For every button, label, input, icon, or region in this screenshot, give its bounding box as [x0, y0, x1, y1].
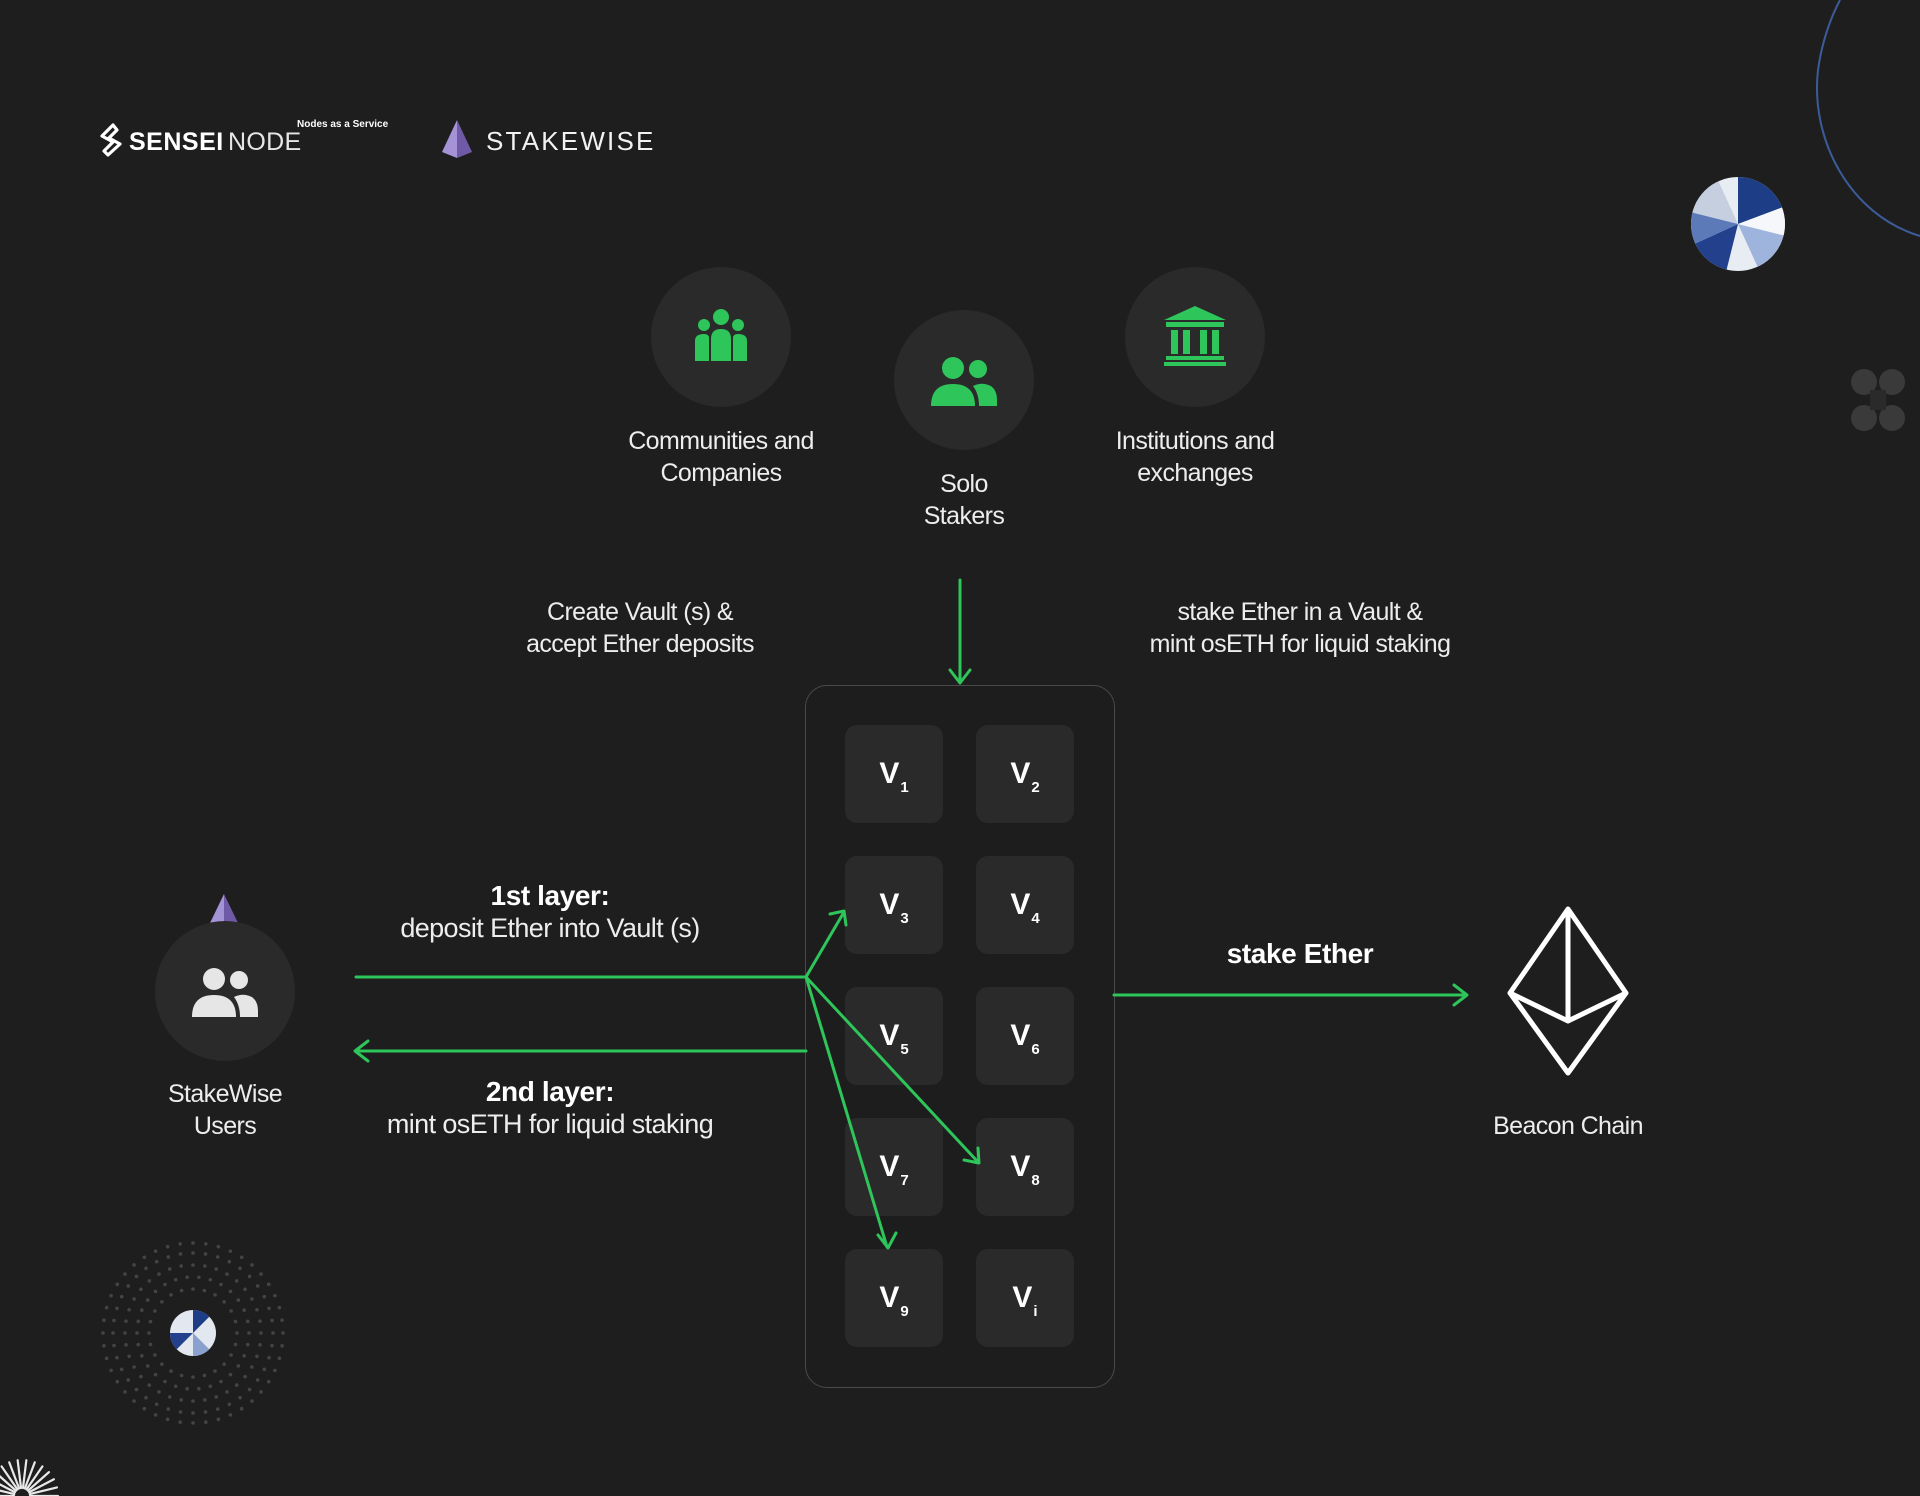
layer2-label: 2nd layer: mint osETH for liquid staking — [350, 1076, 750, 1140]
vault-subscript: 6 — [1031, 1041, 1040, 1058]
arrow-vaults-to-users — [353, 1039, 808, 1063]
layer2-title: 2nd layer: — [485, 1076, 615, 1107]
arrow-solo-to-vaults — [948, 578, 972, 685]
vault-label: V1 — [845, 725, 943, 823]
vault-label: Vi — [976, 1249, 1074, 1347]
communities-label: Communities and Companies — [601, 425, 841, 489]
vault-letter: V — [1010, 757, 1031, 790]
vault-letter: V — [1010, 1150, 1031, 1183]
institutions-label-line1: Institutions and — [1115, 427, 1275, 455]
vault-label: V9 — [845, 1249, 943, 1347]
vault-subscript: 5 — [900, 1041, 909, 1058]
vault-tile: V2 — [976, 725, 1074, 823]
vault-letter: V — [879, 888, 900, 921]
users-icon — [931, 357, 997, 406]
layer1-label: 1st layer: deposit Ether into Vault (s) — [360, 880, 740, 944]
institutions-label-line2: exchanges — [1137, 459, 1253, 487]
layer1-desc: deposit Ether into Vault (s) — [400, 913, 700, 943]
arrow-to-v3 — [804, 909, 848, 979]
vault-subscript: 9 — [900, 1303, 909, 1320]
community-icon — [695, 309, 747, 361]
stakewise-users-circle — [155, 921, 295, 1061]
create-vault-line2: accept Ether deposits — [526, 630, 754, 658]
stakewise-logo: STAKEWISE — [440, 118, 680, 160]
decorative-pinwheel-large — [1691, 177, 1785, 271]
vault-subscript: i — [1033, 1303, 1038, 1320]
layer2-desc: mint osETH for liquid staking — [386, 1109, 714, 1139]
arrow-vaults-to-beacon — [1112, 983, 1469, 1007]
vault-letter: V — [879, 1150, 900, 1183]
vault-tile: V7 — [845, 1118, 943, 1216]
communities-circle — [651, 267, 791, 407]
vault-tile: V8 — [976, 1118, 1074, 1216]
vault-label: V7 — [845, 1118, 943, 1216]
arrow-to-v8 — [804, 975, 981, 1165]
vault-letter: V — [1010, 1019, 1031, 1052]
stake-vault-line1: stake Ether in a Vault & — [1177, 598, 1424, 626]
stakewise-users-line2: Users — [193, 1112, 257, 1140]
bank-icon — [1164, 306, 1226, 366]
vault-subscript: 8 — [1031, 1172, 1040, 1189]
vault-label: V5 — [845, 987, 943, 1085]
solo-stakers-label-line2: Stakers — [923, 502, 1005, 530]
vault-subscript: 7 — [900, 1172, 909, 1189]
sensei-tagline: Nodes as a Service — [297, 119, 389, 130]
create-vault-label: Create Vault (s) & accept Ether deposits — [480, 596, 800, 660]
vault-subscript: 2 — [1031, 779, 1040, 796]
vault-letter: V — [1010, 888, 1031, 921]
solo-stakers-circle — [894, 310, 1034, 450]
vault-label: V2 — [976, 725, 1074, 823]
arrow-to-v9 — [804, 975, 898, 1250]
vault-tile: V3 — [845, 856, 943, 954]
communities-label-line2: Companies — [660, 459, 782, 487]
vault-letter: V — [879, 1019, 900, 1052]
vault-tile: V6 — [976, 987, 1074, 1085]
vault-label: V4 — [976, 856, 1074, 954]
vault-subscript: 3 — [900, 910, 909, 927]
communities-label-line1: Communities and — [628, 427, 814, 455]
stakewise-users-label: StakeWise Users — [125, 1078, 325, 1142]
decorative-burst — [0, 1459, 60, 1496]
vault-subscript: 1 — [900, 779, 909, 796]
decorative-arc — [1816, 0, 1920, 237]
layer1-title: 1st layer: — [490, 880, 610, 911]
solo-stakers-label: Solo Stakers — [864, 468, 1064, 532]
decorative-dot-ring — [101, 1241, 285, 1425]
beacon-chain-label: Beacon Chain — [1493, 1112, 1643, 1140]
sensei-logo-icon — [100, 123, 122, 157]
stakewise-users-line1: StakeWise — [167, 1080, 283, 1108]
vault-letter: V — [879, 757, 900, 790]
vault-tile: V1 — [845, 725, 943, 823]
solo-stakers-label-line1: Solo — [940, 470, 988, 498]
vault-subscript: 4 — [1031, 910, 1040, 927]
sensei-brand-bold: SENSEI — [129, 128, 224, 156]
vault-label: V3 — [845, 856, 943, 954]
vault-tile: V4 — [976, 856, 1074, 954]
vault-label: V8 — [976, 1118, 1074, 1216]
decorative-chain-links — [1851, 369, 1905, 431]
institutions-circle — [1125, 267, 1265, 407]
vault-tile: V9 — [845, 1249, 943, 1347]
sensei-brand-light: NODE — [228, 128, 302, 156]
stake-ether-label: stake Ether — [1226, 938, 1374, 969]
stakewise-brand: STAKEWISE — [486, 126, 656, 156]
stake-vault-line2: mint osETH for liquid staking — [1149, 630, 1451, 658]
vault-tile: Vi — [976, 1249, 1074, 1347]
stakewise-logo-icon — [442, 120, 472, 158]
ethereum-icon — [1507, 906, 1629, 1076]
institutions-label: Institutions and exchanges — [1075, 425, 1315, 489]
users-icon — [192, 968, 258, 1017]
stake-vault-label: stake Ether in a Vault & mint osETH for … — [1120, 596, 1480, 660]
create-vault-line1: Create Vault (s) & — [546, 598, 734, 626]
sensei-node-logo: SENSEI NODE Nodes as a Service — [100, 119, 400, 162]
vault-letter: V — [1012, 1281, 1033, 1314]
vault-label: V6 — [976, 987, 1074, 1085]
vault-letter: V — [879, 1281, 900, 1314]
